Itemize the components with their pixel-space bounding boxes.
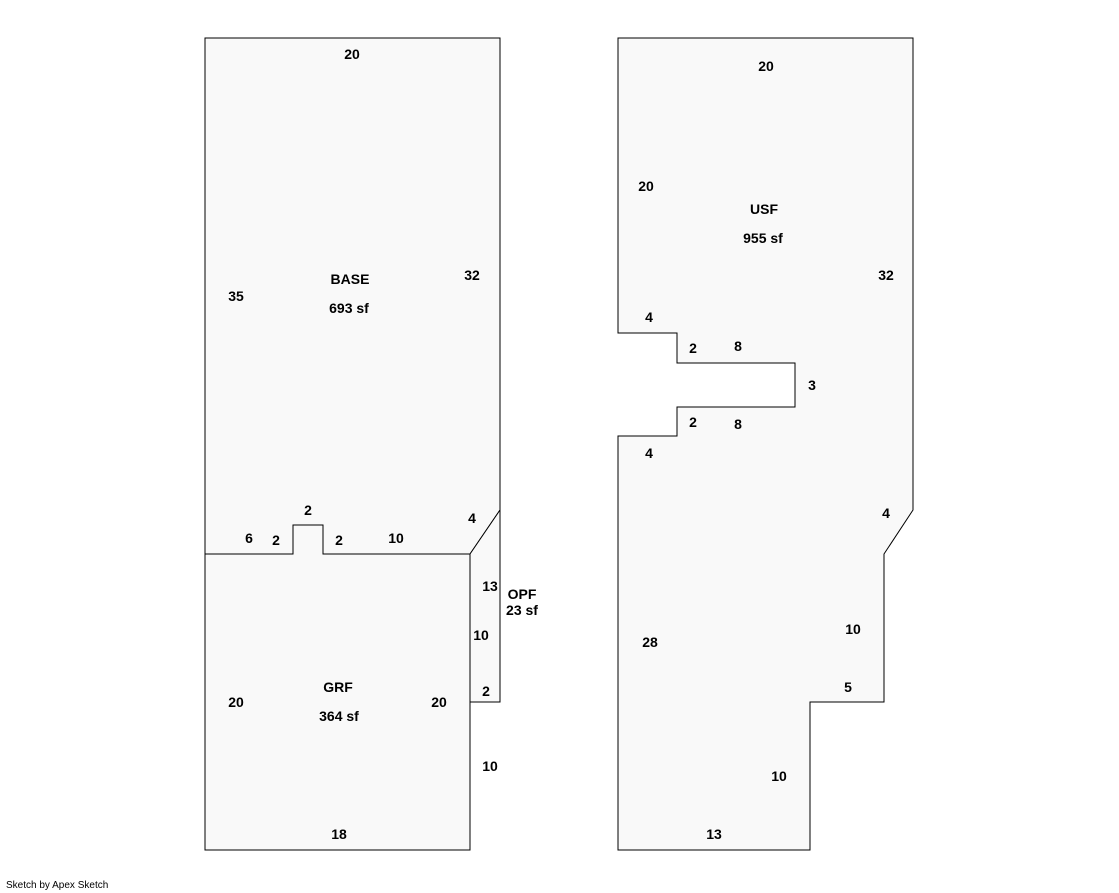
dim-usf-diag: 4 [882, 505, 890, 521]
dim-base-diag: 4 [468, 510, 476, 526]
dim-base-notch-left: 2 [272, 532, 280, 548]
grf-area-shape [204, 524, 471, 851]
dim-usf-step-3: 3 [808, 377, 816, 393]
dim-base-bottom-6: 6 [245, 530, 253, 546]
dim-usf-step-5: 5 [844, 679, 852, 695]
dim-usf-step-8-bottom: 8 [734, 416, 742, 432]
base-area-size: 693 sf [329, 300, 369, 316]
dim-usf-left-upper: 20 [638, 178, 654, 194]
dim-usf-step-2-bottom: 2 [689, 414, 697, 430]
usf-area-shape [617, 37, 914, 851]
opf-area-name: OPF [508, 586, 537, 602]
dim-usf-top: 20 [758, 58, 774, 74]
dim-usf-right: 32 [878, 267, 894, 283]
dim-usf-lower-10: 10 [771, 768, 787, 784]
dim-opf-2: 2 [482, 683, 490, 699]
opf-area-size: 23 sf [506, 602, 538, 618]
dim-usf-step-2-top: 2 [689, 340, 697, 356]
grf-area-size: 364 sf [319, 708, 359, 724]
dim-grf-lower-10: 10 [482, 758, 498, 774]
dim-base-bottom-10: 10 [388, 530, 404, 546]
base-area-shape [204, 37, 501, 555]
base-area-name: BASE [331, 271, 370, 287]
dim-grf-left: 20 [228, 694, 244, 710]
dim-opf-13: 13 [482, 578, 498, 594]
dim-base-top: 20 [344, 46, 360, 62]
dim-usf-left-lower: 28 [642, 634, 658, 650]
dim-usf-step-4-bottom: 4 [645, 445, 653, 461]
usf-area-size: 955 sf [743, 230, 783, 246]
dim-base-notch-right: 2 [335, 532, 343, 548]
sketch-credit: Sketch by Apex Sketch [6, 880, 109, 891]
grf-area-name: GRF [323, 679, 353, 695]
dim-base-left: 35 [228, 288, 244, 304]
dim-usf-step-4-top: 4 [645, 309, 653, 325]
dim-grf-bottom: 18 [331, 826, 347, 842]
dim-base-notch-top: 2 [304, 502, 312, 518]
dim-usf-right-10: 10 [845, 621, 861, 637]
dim-base-right: 32 [464, 267, 480, 283]
dim-usf-bottom: 13 [706, 826, 722, 842]
dim-grf-right: 20 [431, 694, 447, 710]
dim-usf-step-8-top: 8 [734, 338, 742, 354]
usf-area-name: USF [750, 201, 778, 217]
dim-opf-10: 10 [473, 627, 489, 643]
